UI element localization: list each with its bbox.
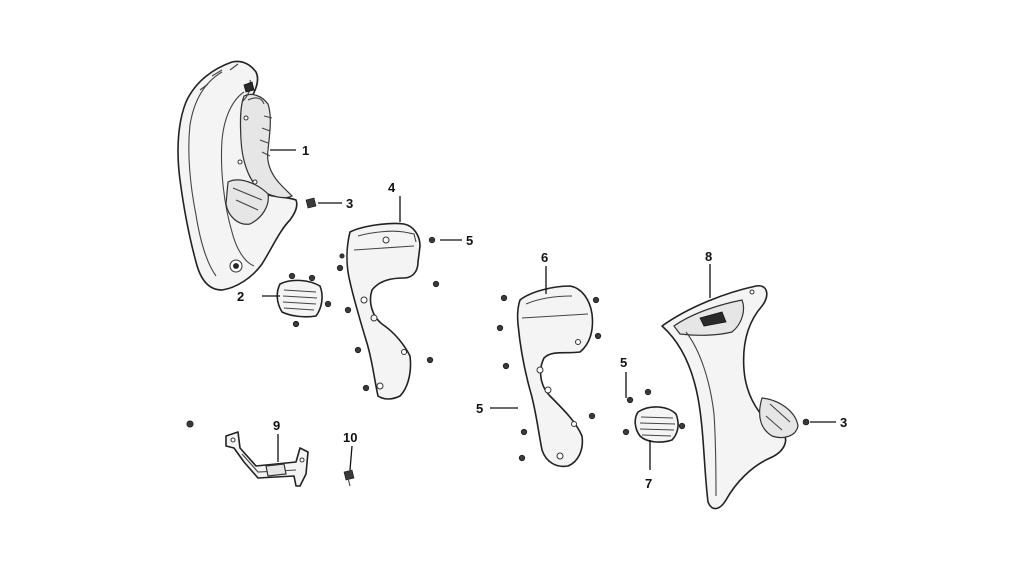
callout-3-right: 3 — [840, 415, 847, 430]
callout-5-right: 5 — [620, 355, 627, 370]
part-9-bracket — [186, 420, 309, 487]
part-10-bolt — [343, 469, 355, 487]
part-4-inner-shield — [336, 222, 440, 400]
callout-10: 10 — [343, 430, 357, 445]
part-6-inner-shield — [496, 285, 602, 468]
leader-lines — [262, 149, 836, 471]
callout-1: 1 — [302, 143, 309, 158]
part-1-inner-panel — [177, 60, 298, 291]
callout-7: 7 — [645, 476, 652, 491]
part-7-vent-grille — [622, 388, 686, 443]
part-8-outer-cover — [661, 285, 810, 510]
callout-6: 6 — [541, 250, 548, 265]
callout-5-top: 5 — [466, 233, 473, 248]
callout-2: 2 — [237, 289, 244, 304]
part-2-vent-grille — [276, 272, 332, 328]
part-3-clip-left — [305, 197, 317, 209]
callout-8: 8 — [705, 249, 712, 264]
callout-9: 9 — [273, 418, 280, 433]
callout-3-left: 3 — [346, 196, 353, 211]
callout-5-left: 5 — [476, 401, 483, 416]
callout-4: 4 — [388, 180, 396, 195]
